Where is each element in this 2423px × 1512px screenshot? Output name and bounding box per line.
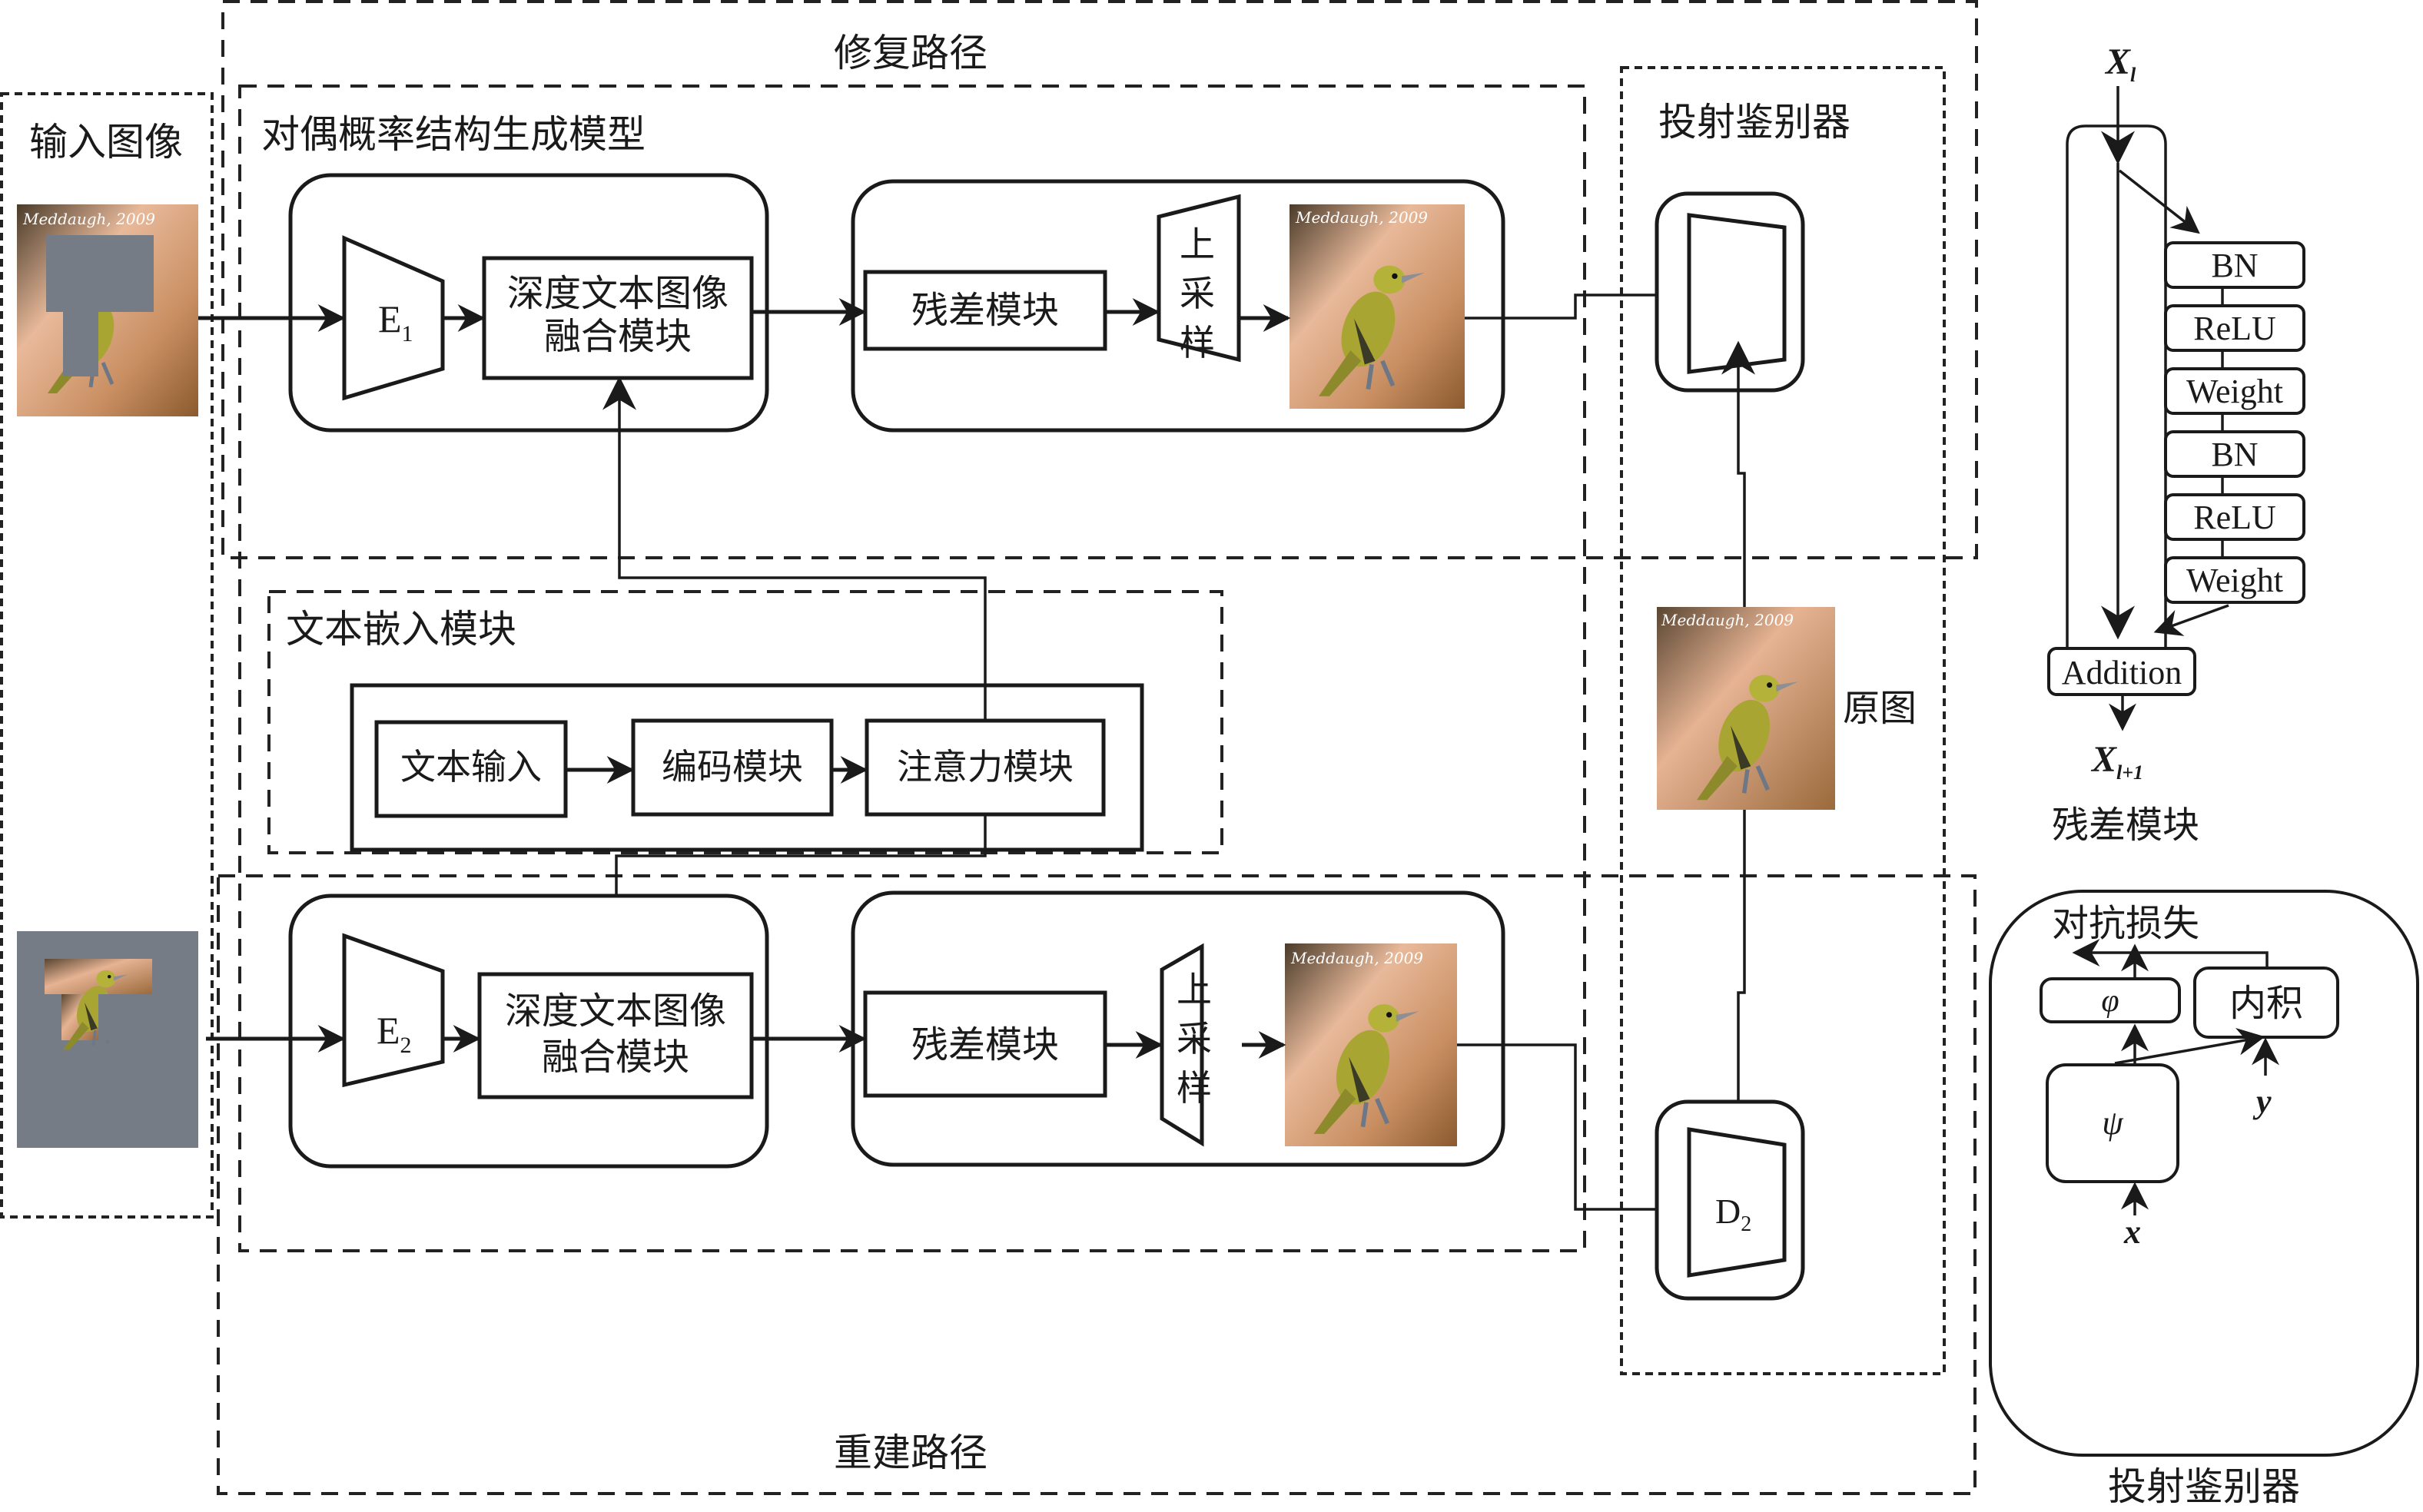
reconstruct-path-region — [217, 874, 1977, 1495]
projection-discriminator-title: 投射鉴别器 — [2108, 1464, 2300, 1509]
residual-input-label: Xl — [2104, 41, 2136, 86]
layer-box-relu — [2164, 304, 2305, 352]
encoder-module-box — [631, 718, 834, 817]
proj-discriminator-region-label: 投射鉴别器 — [1658, 100, 1850, 144]
upsample-2-char: 采 — [1177, 1018, 1212, 1059]
upsample-1-char: 采 — [1180, 273, 1215, 314]
residual-module-1-label: 残差模块 — [911, 289, 1059, 332]
projection-discriminator-detail: 对抗损失 φ 内积 y ψ x 投射鉴别器 — [1989, 890, 2419, 1509]
layer-box-relu — [2164, 493, 2305, 541]
arrow-attention-to-fusion-1 — [602, 376, 987, 721]
y-label: y — [2252, 1083, 2272, 1120]
residual-module-2-label: 残差模块 — [911, 1023, 1059, 1066]
fusion-module-1-line2: 融合模块 — [544, 315, 692, 358]
text-input-box — [374, 720, 568, 818]
dual-prob-model-label: 对偶概率结构生成模型 — [261, 112, 646, 157]
arrow-image-to-discriminator — [1465, 281, 1691, 320]
arrow-inner-product-to-loss — [2072, 939, 2269, 968]
arrow-to-bn — [2118, 169, 2200, 234]
masked-input-image-1: Meddaugh, 2009 — [17, 204, 198, 416]
layer-label: ReLU — [2193, 310, 2276, 347]
layer-label: ReLU — [2193, 499, 2276, 536]
fusion-module-2-line1: 深度文本图像 — [505, 990, 726, 1033]
upsample-2-char: 上 — [1177, 969, 1212, 1010]
inner-product-box — [2193, 967, 2339, 1039]
arrow-original-to-d1 — [1721, 340, 1755, 607]
attention-module-label: 注意力模块 — [897, 746, 1074, 788]
repair-path-region — [221, 0, 1978, 559]
upsample-2-char: 样 — [1177, 1067, 1212, 1109]
encoder-e1-label: E1 — [378, 297, 413, 346]
arrow-original-to-d2 — [1721, 810, 1755, 1178]
text-embed-region — [267, 590, 1223, 854]
discriminator-d2-label: D2 — [1715, 1192, 1751, 1236]
original-image-label: 原图 — [1843, 687, 1917, 730]
watermark: Meddaugh, 2009 — [22, 210, 155, 228]
reconstructed-output-image-2: Meddaugh, 2009 — [1285, 943, 1457, 1146]
upsample-1-char: 样 — [1180, 322, 1215, 363]
text-embed-label: 文本嵌入模块 — [286, 607, 516, 652]
residual-output-label: Xl+1 — [2090, 739, 2143, 784]
layer-box-bn — [2164, 241, 2305, 289]
x-label: x — [2123, 1213, 2141, 1251]
fusion-module-2 — [477, 972, 754, 1099]
arrow-psi-to-inner — [2114, 1027, 2265, 1065]
residual-skip-frame — [2066, 124, 2167, 662]
psi-box — [2046, 1063, 2179, 1183]
fusion-module-1-line1: 深度文本图像 — [507, 272, 729, 315]
inner-product-label: 内积 — [2229, 982, 2303, 1025]
phi-label: φ — [2101, 983, 2119, 1019]
input-images-label: 输入图像 — [29, 120, 183, 164]
dual-prob-model-region — [238, 85, 1586, 1252]
encoder-module-label: 编码模块 — [662, 746, 803, 788]
text-input-label: 文本输入 — [400, 746, 542, 788]
encoder-e2-label: E2 — [377, 1009, 412, 1058]
proj-discriminator-region — [1620, 66, 1946, 1375]
watermark: Meddaugh, 2009 — [1290, 949, 1423, 967]
layer-box-weight — [2164, 367, 2305, 415]
upsample-1-char: 上 — [1180, 224, 1215, 265]
arrow-weight-to-addition — [2153, 604, 2229, 636]
residual-module-2 — [863, 990, 1107, 1098]
input-images-region — [0, 92, 214, 1219]
watermark: Meddaugh, 2009 — [1295, 208, 1428, 227]
layer-label: Weight — [2186, 562, 2283, 599]
layer-box-bn — [2164, 430, 2305, 478]
repaired-output-image-1: Meddaugh, 2009 — [1290, 204, 1465, 409]
fusion-module-2-line2: 融合模块 — [542, 1036, 689, 1079]
residual-block-title: 残差模块 — [2052, 804, 2199, 847]
encoder-e1 — [342, 235, 445, 401]
phi-box — [2040, 977, 2181, 1023]
masked-input-image-2 — [17, 931, 198, 1148]
fusion-module-1 — [482, 256, 754, 380]
addition-label: Addition — [2062, 654, 2182, 691]
layer-label: BN — [2211, 436, 2258, 473]
layer-label: BN — [2211, 247, 2258, 284]
upsample-2 — [1160, 943, 1204, 1147]
discriminator-d2 — [1687, 1127, 1787, 1278]
repair-path-label: 修复路径 — [834, 31, 987, 75]
discriminator-d1 — [1687, 213, 1787, 374]
reconstruct-path-label: 重建路径 — [834, 1431, 987, 1475]
adversarial-loss-label: 对抗损失 — [2052, 902, 2199, 945]
original-image: Meddaugh, 2009 — [1657, 607, 1835, 810]
layer-label: Weight — [2186, 373, 2283, 410]
watermark: Meddaugh, 2009 — [1661, 611, 1794, 629]
attention-module-box — [865, 718, 1106, 817]
layer-box-weight — [2164, 556, 2305, 604]
arrow-image2-to-d2 — [1457, 1043, 1691, 1223]
psi-label: ψ — [2102, 1104, 2123, 1142]
